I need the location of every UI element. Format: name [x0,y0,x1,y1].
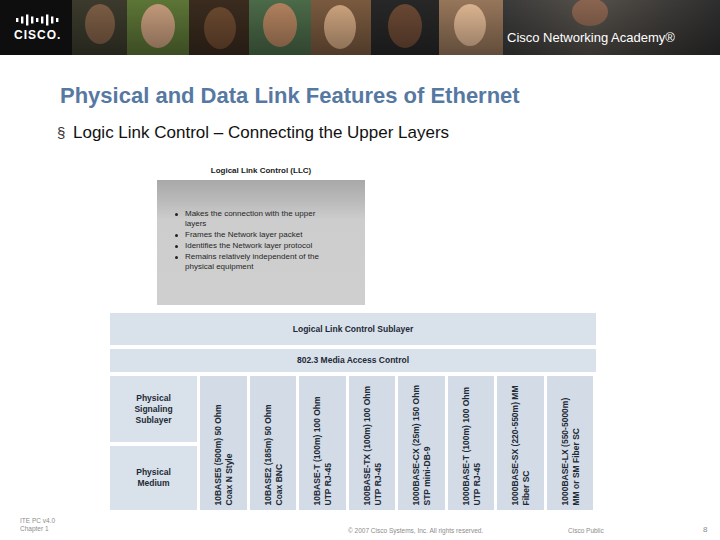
footer-copyright: © 2007 Cisco Systems, Inc. All rights re… [348,527,483,535]
media-standard-text: 1000BASE-CX (25m) 150 Ohm STP mini-DB-9 [411,381,432,505]
header-banner [0,0,720,56]
media-standard-text: 1000BASE-SX (220-550m) MM Fiber SC [510,381,531,505]
band-label: Logical Link Control Sublayer [293,324,413,335]
label-holder: 8 [703,525,707,535]
media-standard-column: 100BASE-TX (100m) 100 Ohm UTP RJ-45 [349,376,396,510]
row-header-label: Physical Medium [123,467,185,489]
bullet-marker: § [57,123,65,143]
logo-wordmark: CISCO. [14,28,61,44]
label-holder: Cisco Public [568,527,604,535]
bullet-dot [175,245,178,248]
media-standard-column: 10BASE-T (100m) 100 Ohm UTP RJ-45 [299,376,346,510]
footer-course: ITE PC v4.0 Chapter 1 [20,517,66,534]
label-holder: § [57,123,65,143]
media-standard-text: 10BASE-T (100m) 100 Ohm UTP RJ-45 [312,381,333,505]
bullet-dot [175,234,178,237]
row-header-cell: Physical Medium [110,446,197,510]
sublayer-band: 802.3 Media Access Control [110,349,596,372]
footer-classification: Cisco Public [568,527,604,535]
label-holder: ITE PC v4.0 Chapter 1 [20,517,66,534]
media-standard-column: 10BASE5 (500m) 50 Ohm Coax N Style [200,376,247,510]
bullet-dot [175,256,178,259]
slide-subtitle: Logic Link Control – Connecting the Uppe… [73,122,449,144]
media-standard-column: 10BASE2 (185m) 50 Ohm Coax BNC [250,376,297,510]
row-header-label: Physical Signaling Sublayer [123,393,185,426]
media-standard-column: 1000BASE-LX (550-5000m) MM or SM Fiber S… [547,376,594,510]
logo-ground [0,0,72,55]
cisco-bridge-logo [16,15,58,26]
media-standard-text: 10BASE5 (500m) 50 Ohm Coax N Style [213,381,234,505]
llc-panel: Logical Link Control (LLC) Makes the conn… [157,164,365,305]
media-standard-text: 1000BASE-T (100m) 100 Ohm UTP RJ-45 [460,381,481,505]
bullet-text: Remains relatively independent of the ph… [185,252,335,272]
media-standard-column: 1000BASE-CX (25m) 150 Ohm STP mini-DB-9 [398,376,445,510]
sublayer-band: Logical Link Control Sublayer [110,313,596,345]
bullet-row: Makes the connection with the upper laye… [173,209,351,229]
media-standard-column: 1000BASE-SX (220-550m) MM Fiber SC [497,376,544,510]
banner-ground [0,0,720,55]
band-label: 802.3 Media Access Control [297,355,409,366]
title-holder: Physical and Data Link Features of Ether… [60,83,520,109]
bullet-text: Identifies the Network layer protocol [185,241,335,251]
row-header-cell: Physical Signaling Sublayer [110,376,197,442]
media-standard-text: 10BASE2 (185m) 50 Ohm Coax BNC [262,381,283,505]
academy-name: Cisco Networking Academy® [507,30,675,47]
page-number: 8 [703,525,707,535]
bullet-row: Identifies the Network layer protocol [173,241,351,251]
label-holder: Logic Link Control – Connecting the Uppe… [73,122,449,144]
label-holder: CISCO. [14,28,61,44]
media-standard-text: 100BASE-TX (100m) 100 Ohm UTP RJ-45 [361,381,382,505]
bullet-row: Frames the Network layer packet [173,230,351,240]
media-standard-text: 1000BASE-LX (550-5000m) MM or SM Fiber S… [559,381,580,505]
media-standard-column: 1000BASE-T (100m) 100 Ohm UTP RJ-45 [448,376,495,510]
label-holder: Cisco Networking Academy® [507,30,675,47]
photo-shade [72,0,720,55]
slide-title: Physical and Data Link Features of Ether… [60,83,520,109]
bullet-dot [175,213,178,216]
bullet-text: Makes the connection with the upper laye… [185,209,335,229]
bullet-list: Makes the connection with the upper laye… [157,180,365,279]
label-holder: © 2007 Cisco Systems, Inc. All rights re… [348,527,483,535]
panel-heading: Logical Link Control (LLC) [157,164,365,180]
bullet-row: Remains relatively independent of the ph… [173,252,351,272]
bullet-text: Frames the Network layer packet [185,230,335,240]
